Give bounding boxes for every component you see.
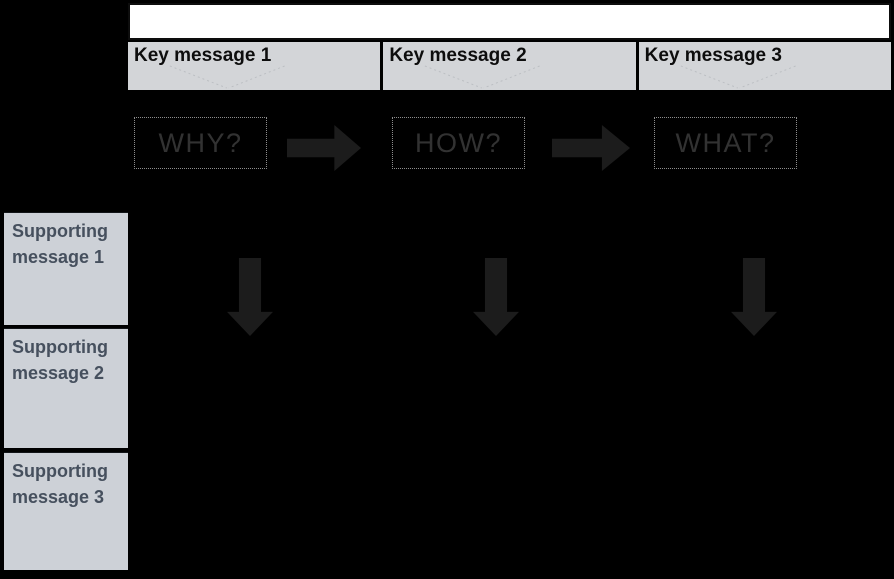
connector-lines-icon: [169, 65, 285, 89]
question-box-how: HOW?: [392, 117, 525, 169]
arrow-down-icon: [227, 258, 273, 336]
connector-lines-icon: [680, 65, 796, 89]
key-message-cell-2: Key message 2: [383, 42, 636, 90]
question-box-what: WHAT?: [654, 117, 797, 169]
arrow-down-icon: [731, 258, 777, 336]
key-message-label: Key message 1: [134, 45, 272, 66]
question-box-why: WHY?: [134, 117, 267, 169]
key-message-label: Key message 3: [644, 45, 782, 66]
key-message-cell-1: Key message 1: [128, 42, 381, 90]
supporting-message-box-2: Supporting message 2: [4, 328, 128, 448]
title-bar: [128, 3, 891, 40]
connector-lines-icon: [425, 65, 541, 89]
arrow-right-icon: [287, 125, 361, 171]
key-message-label: Key message 2: [389, 45, 527, 66]
supporting-message-box-3: Supporting message 3: [4, 452, 128, 570]
arrow-right-icon: [552, 125, 630, 171]
key-message-cell-3: Key message 3: [638, 42, 891, 90]
key-message-row: Key message 1 Key message 2 Key message …: [128, 42, 891, 90]
arrow-down-icon: [473, 258, 519, 336]
supporting-message-box-1: Supporting message 1: [4, 212, 128, 325]
